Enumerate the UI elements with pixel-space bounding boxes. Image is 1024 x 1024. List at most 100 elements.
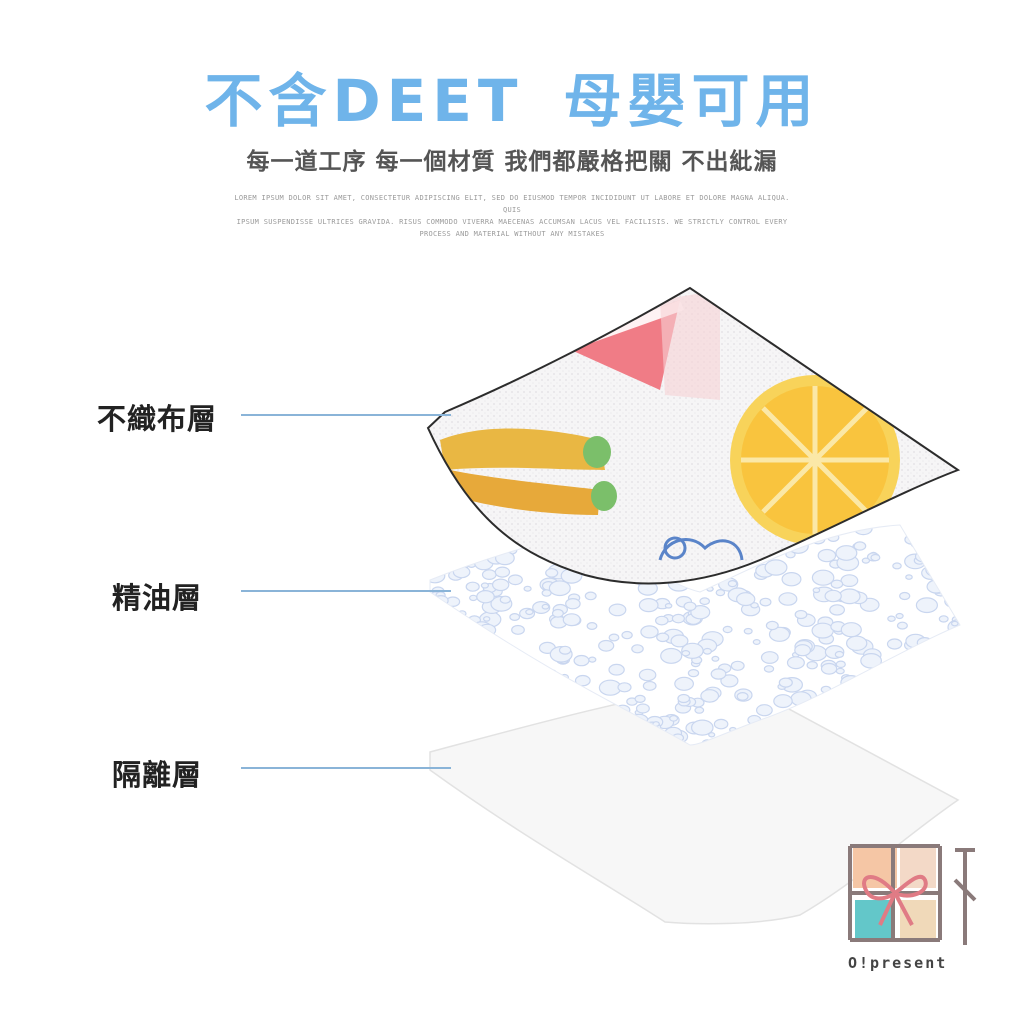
- oil-droplet: [834, 650, 845, 658]
- oil-droplet: [910, 700, 919, 707]
- oil-droplet: [494, 566, 511, 578]
- oil-droplet: [494, 687, 507, 697]
- oil-droplet: [794, 609, 808, 620]
- oil-droplet: [608, 603, 627, 617]
- oil-droplet: [481, 711, 503, 727]
- oil-droplet: [923, 738, 937, 745]
- oil-droplet: [438, 525, 462, 539]
- oil-droplet: [440, 727, 464, 744]
- oil-droplet: [608, 633, 620, 642]
- oil-droplet: [440, 616, 461, 631]
- oil-droplet: [710, 668, 727, 680]
- oil-droplet: [459, 715, 476, 728]
- oil-droplet: [509, 612, 521, 621]
- oil-droplet: [430, 593, 438, 606]
- oil-droplet: [715, 588, 726, 597]
- oil-droplet: [955, 666, 960, 674]
- oil-droplet: [760, 651, 779, 664]
- oil-droplet: [635, 703, 650, 714]
- oil-droplet: [952, 574, 960, 581]
- oil-droplet: [565, 598, 581, 610]
- oil-droplet: [917, 679, 941, 697]
- oil-droplet: [474, 671, 495, 687]
- oil-droplet: [462, 728, 474, 737]
- oil-droplet: [430, 698, 438, 704]
- oil-droplet: [919, 707, 941, 723]
- oil-droplet: [933, 512, 944, 520]
- label-nonwoven-layer: 不織布層: [97, 402, 218, 436]
- oil-droplet: [435, 654, 445, 662]
- oil-droplet: [556, 698, 576, 712]
- oil-droplet: [480, 582, 489, 589]
- oil-droplet: [835, 545, 858, 561]
- oil-droplet: [525, 608, 534, 616]
- oil-droplet: [496, 545, 509, 555]
- oil-droplet: [430, 560, 439, 577]
- oil-droplet: [548, 580, 571, 597]
- oil-droplet: [937, 725, 959, 741]
- oil-droplet: [887, 715, 902, 726]
- oil-droplet: [892, 562, 902, 570]
- oil-droplet: [926, 579, 946, 594]
- oil-droplet: [551, 608, 564, 618]
- oil-droplet: [840, 574, 859, 587]
- oil-droplet: [466, 661, 480, 672]
- oil-droplet: [562, 613, 581, 627]
- oil-droplet: [433, 594, 449, 607]
- oil-droplet: [905, 574, 913, 580]
- oil-droplet: [638, 597, 659, 613]
- oil-droplet: [507, 574, 523, 586]
- oil-droplet: [631, 644, 644, 654]
- fine-print: LOREM IPSUM DOLOR SIT AMET, CONSECTETUR …: [230, 192, 794, 240]
- oil-droplet: [483, 678, 505, 694]
- oil-droplet: [640, 625, 659, 639]
- oil-droplet: [464, 527, 475, 535]
- oil-droplet: [950, 620, 959, 627]
- oil-droplet: [855, 691, 866, 700]
- oil-droplet: [750, 602, 759, 609]
- label-isolation-layer: 隔離層: [112, 758, 203, 792]
- oil-droplet: [434, 636, 447, 646]
- oil-droplet: [917, 525, 939, 531]
- oil-droplet: [727, 579, 738, 588]
- oil-droplet: [811, 569, 835, 586]
- oil-droplet: [806, 661, 818, 670]
- vegetable-print-icon: [440, 428, 617, 515]
- oil-droplet: [430, 657, 432, 664]
- oil-droplet: [430, 687, 437, 698]
- oil-droplet: [840, 622, 862, 638]
- oil-droplet: [491, 720, 503, 729]
- oil-droplet: [430, 553, 441, 563]
- oil-droplet: [722, 625, 733, 634]
- oil-droplet: [463, 547, 479, 559]
- oil-droplet: [915, 656, 939, 673]
- oil-droplet: [459, 525, 481, 537]
- fine-print-line: PROCESS AND MATERIAL WITHOUT ANY MISTAKE…: [419, 230, 605, 238]
- oil-droplet: [681, 650, 691, 657]
- oil-droplet: [925, 562, 946, 578]
- oil-droplet: [831, 685, 851, 700]
- oil-droplet: [508, 696, 525, 708]
- oil-droplet: [946, 553, 956, 561]
- oil-droplet: [868, 709, 879, 717]
- oil-droplet: [431, 705, 444, 715]
- fine-print-line: LOREM IPSUM DOLOR SIT AMET, CONSECTETUR …: [234, 194, 790, 214]
- oil-droplet: [687, 668, 700, 678]
- oil-droplet: [478, 548, 488, 556]
- oil-droplet: [948, 661, 960, 675]
- oil-droplet: [947, 619, 960, 636]
- oil-droplet: [545, 568, 559, 578]
- oil-droplet: [870, 553, 881, 562]
- oil-droplet: [430, 544, 447, 557]
- oil-droplet: [938, 615, 949, 623]
- oil-droplet: [545, 678, 564, 692]
- oil-droplet: [924, 668, 932, 675]
- oil-droplet: [781, 572, 802, 587]
- oil-droplet: [541, 603, 550, 610]
- oil-droplet: [711, 655, 720, 662]
- oil-droplet: [786, 656, 805, 670]
- oil-droplet: [513, 669, 526, 678]
- oil-droplet: [472, 682, 484, 692]
- oil-droplet: [634, 694, 646, 704]
- oil-droplet: [817, 548, 837, 563]
